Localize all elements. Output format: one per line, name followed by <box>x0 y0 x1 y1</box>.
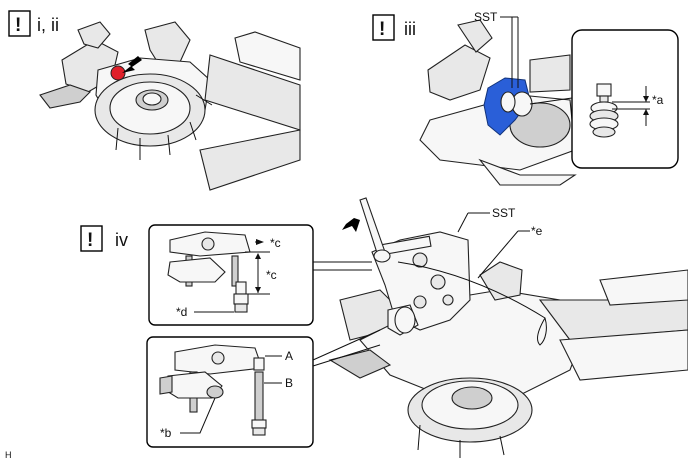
step-i-ii-panel: ! i, ii <box>8 10 301 191</box>
puller-detail-drawing-top <box>167 231 251 313</box>
part-B-label: B <box>285 376 293 390</box>
sst-label-top: SST <box>474 10 498 24</box>
step-iii-panel: ! iii SST <box>372 10 679 186</box>
step-iii-label: iii <box>404 19 416 39</box>
step-iii-warning-mark: ! <box>379 19 385 40</box>
step-iv-label: iv <box>115 230 128 250</box>
safety-string <box>397 261 547 346</box>
step-i-ii-warning-mark: ! <box>15 15 21 36</box>
sst-label-mid: SST <box>492 206 516 220</box>
step-iv-panel: ! iv <box>80 197 688 458</box>
part-b-label: *b <box>160 426 172 440</box>
wrench-handle <box>359 197 386 257</box>
part-A-label: A <box>285 349 293 363</box>
ball-joint-puller-sst <box>371 231 471 336</box>
red-highlight-nut <box>110 65 126 81</box>
knuckle-hub-illustration-3 <box>328 261 688 458</box>
string-e-label: *e <box>531 224 543 238</box>
step-iv-warning-box <box>80 225 103 252</box>
puller-detail-drawing-bottom <box>159 344 267 436</box>
knuckle-hub-illustration-1 <box>39 21 301 191</box>
clearance-c-label-2: *c <box>266 268 277 282</box>
figure-code: H <box>5 450 12 460</box>
step-iii-warning-box <box>372 14 395 41</box>
step-i-ii-label: i, ii <box>37 15 59 35</box>
step-iv-warning-mark: ! <box>87 230 93 251</box>
dimension-a-label: *a <box>652 93 664 107</box>
black-pointer-arrow <box>122 56 142 73</box>
rotation-arrow <box>342 218 360 232</box>
step-i-ii-warning-box <box>8 10 31 37</box>
part-d-label: *d <box>176 305 187 319</box>
clearance-c-label-1: *c <box>270 236 281 250</box>
sst-detail-drawing <box>589 83 619 138</box>
